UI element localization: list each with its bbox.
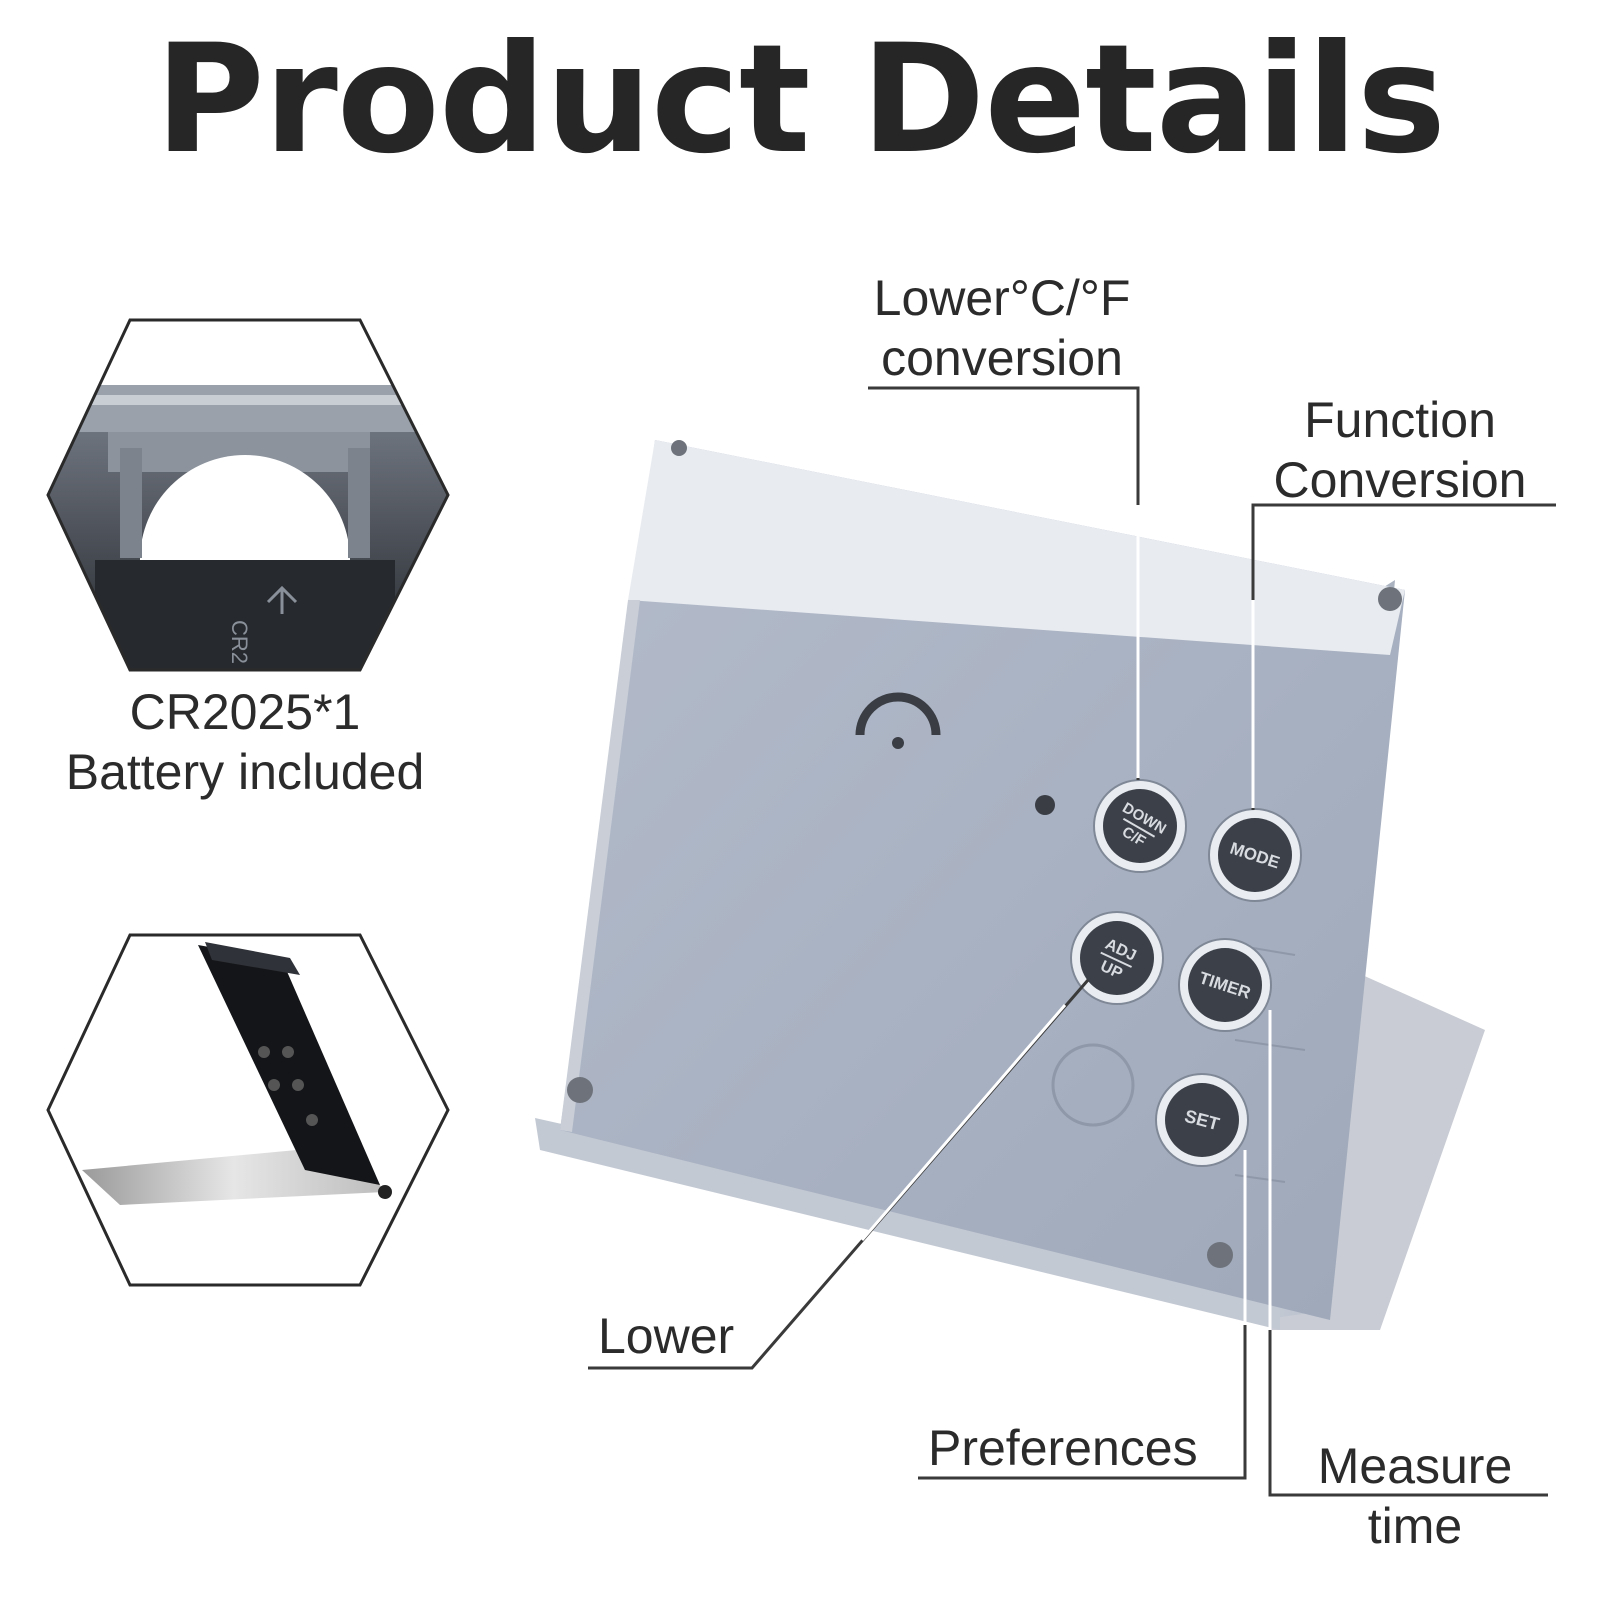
battery-holder-mark: CR2 <box>227 620 252 664</box>
callout-mode: Function Conversion <box>1250 390 1550 510</box>
device-back <box>535 440 1485 1330</box>
callout-down-cf: Lower°C/°F conversion <box>862 268 1142 388</box>
battery-caption-line2: Battery included <box>65 744 425 800</box>
callout-mode-line2: Conversion <box>1273 452 1527 508</box>
stand-hexagon <box>46 933 450 1287</box>
callout-down-cf-line1: Lower°C/°F <box>873 270 1131 326</box>
button-mode[interactable]: MODE <box>1208 808 1302 902</box>
button-down-cf[interactable]: DOWN C/F <box>1093 779 1187 873</box>
page-title: Product Details <box>154 13 1446 187</box>
callout-timer-line1: Measure <box>1317 1438 1513 1494</box>
callout-timer: Measure time <box>1290 1436 1540 1556</box>
callout-set: Preferences <box>928 1420 1198 1476</box>
button-timer[interactable]: TIMER <box>1178 938 1272 1032</box>
battery-caption-line1: CR2025*1 <box>129 684 361 740</box>
callout-down-cf-line2: conversion <box>881 330 1123 386</box>
button-adj-up[interactable]: ADJ UP <box>1070 911 1164 1005</box>
battery-hexagon: CR2 <box>46 318 450 672</box>
button-set[interactable]: SET <box>1155 1073 1249 1167</box>
battery-caption: CR2025*1 Battery included <box>40 682 450 802</box>
callout-adj-up: Lower <box>598 1308 735 1364</box>
callout-timer-line2: time <box>1367 1498 1463 1554</box>
callout-mode-line1: Function <box>1304 392 1496 448</box>
